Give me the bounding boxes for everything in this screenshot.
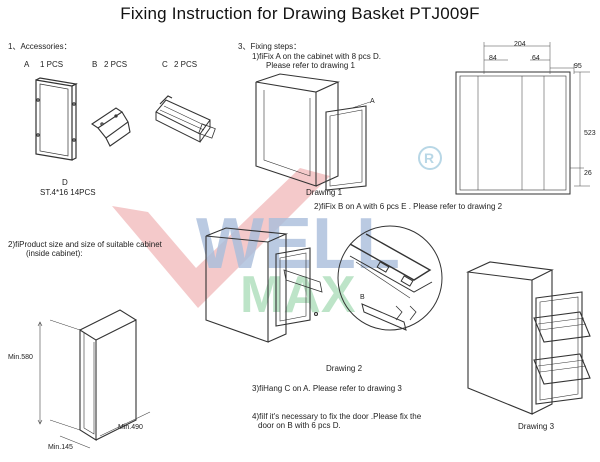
- step2-text: 2)fiFix B on A with 6 pcs E . Please ref…: [314, 202, 503, 211]
- accessory-a-qty: 1 PCS: [40, 60, 64, 69]
- step1-line2: Please refer to drawing 1: [266, 61, 355, 70]
- page-title: Fixing Instruction for Drawing Basket PT…: [120, 4, 480, 23]
- dim-26: 26: [584, 170, 592, 177]
- accessory-b-letter: B: [92, 60, 98, 69]
- screw-d-letter: D: [62, 178, 68, 187]
- check-mark-logo: [112, 168, 330, 308]
- accessory-c-qty: 2 PCS: [174, 60, 198, 69]
- drawing3-caption: Drawing 3: [518, 422, 555, 431]
- screw-d-spec: ST.4*16 14PCS: [40, 188, 96, 197]
- steps-heading: 3、Fixing steps：: [238, 42, 302, 51]
- dim-523: 523: [584, 130, 596, 137]
- min-height-label: Min.580: [8, 354, 33, 361]
- dim-64: 64: [532, 55, 540, 62]
- drawing1-callout-a: A: [370, 98, 375, 105]
- accessory-a-letter: A: [24, 60, 30, 69]
- bracket-b-drawing: [91, 107, 131, 147]
- watermark-well: WELL: [196, 204, 400, 284]
- basket-c-drawing: [155, 95, 216, 143]
- drawing2-caption: Drawing 2: [326, 364, 363, 373]
- step4-line2: door on B with 6 pcs D.: [258, 421, 341, 430]
- registered-circle: [418, 146, 442, 170]
- size-heading-line1: 2)fiProduct size and size of suitable ca…: [8, 240, 162, 249]
- size-heading-line2: (inside cabinet):: [26, 249, 83, 258]
- step1-line1: 1)fiFix A on the cabinet with 8 pcs D.: [252, 52, 381, 61]
- dim-204: 204: [514, 41, 526, 48]
- step4-line1: 4)fiIf it's necessary to fix the door .P…: [252, 412, 422, 421]
- registered-letter: R: [424, 150, 434, 166]
- min-depth-label: Min.490: [118, 424, 143, 431]
- drawing1-caption: Drawing 1: [306, 188, 343, 197]
- accessories-heading: 1、Accessories：: [8, 42, 72, 51]
- drawing2-callout-b: B: [360, 294, 365, 301]
- step3-text: 3)fiHang C on A. Please refer to drawing…: [252, 384, 402, 393]
- dim-95: 95: [574, 63, 582, 70]
- accessory-b-qty: 2 PCS: [104, 60, 128, 69]
- frame-a-drawing: [35, 77, 78, 161]
- dim-84: 84: [489, 55, 497, 62]
- accessory-c-letter: C: [162, 60, 168, 69]
- min-width-label: Min.145: [48, 444, 73, 451]
- watermark-max: MAX: [240, 266, 356, 324]
